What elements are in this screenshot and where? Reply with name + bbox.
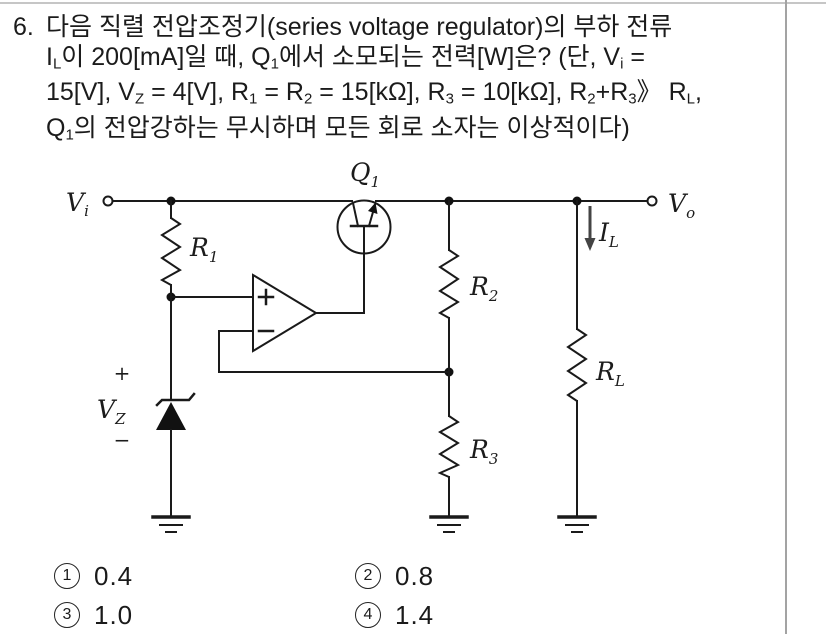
column-divider-line bbox=[785, 0, 787, 634]
question-line-1: 6. 다음 직렬 전압조정기(series voltage regulator)… bbox=[13, 13, 779, 43]
answer-option-4: 4 1.4 bbox=[355, 599, 435, 630]
question-number: 6. bbox=[13, 13, 34, 41]
question-block: 6. 다음 직렬 전압조정기(series voltage regulator)… bbox=[13, 13, 779, 150]
vo-terminal bbox=[646, 195, 658, 207]
option-1-number-badge: 1 bbox=[54, 563, 80, 589]
question-line-3-text: 15[V], VZ = 4[V], R1 = R2 = 15[kΩ], R3 =… bbox=[46, 78, 702, 108]
option-2-value: 0.8 bbox=[395, 560, 435, 591]
r3-resistor bbox=[437, 415, 461, 478]
question-line-2: IL이 200[mA]일 때, Q1에서 소모되는 전력[W]은? (단, Vi… bbox=[13, 43, 779, 79]
opamp-feedback-wire bbox=[218, 330, 450, 373]
vi-terminal bbox=[102, 195, 114, 207]
r1-label: R1 bbox=[189, 233, 218, 266]
transistor-q1 bbox=[336, 199, 392, 255]
vz-minus-sign: − bbox=[114, 428, 131, 452]
ground-symbol-left bbox=[151, 515, 191, 533]
option-2-number-badge: 2 bbox=[355, 563, 381, 589]
circuit-diagram: Vi Vo Q1 R1 R2 R3 RL VZ IL + − bbox=[66, 158, 695, 533]
zener-cathode-bar bbox=[155, 392, 196, 407]
r2-label: R2 bbox=[469, 272, 498, 305]
option-3-value: 1.0 bbox=[94, 599, 134, 630]
question-line-2-text: IL이 200[mA]일 때, Q1에서 소모되는 전력[W]은? (단, Vi… bbox=[46, 42, 645, 72]
opamp-output-wire bbox=[315, 226, 365, 314]
option-1-value: 0.4 bbox=[94, 560, 134, 591]
answer-option-2: 2 0.8 bbox=[355, 560, 435, 591]
answer-option-1: 1 0.4 bbox=[54, 560, 134, 591]
answer-option-3: 3 1.0 bbox=[54, 599, 134, 630]
opamp-plus-sign bbox=[257, 288, 275, 306]
il-current-arrow bbox=[584, 206, 596, 251]
option-4-number-badge: 4 bbox=[355, 602, 381, 628]
vo-label: Vo bbox=[668, 189, 695, 222]
r3-label: R3 bbox=[469, 435, 498, 468]
r2-resistor bbox=[438, 249, 460, 319]
rl-label: RL bbox=[595, 357, 625, 390]
option-3-number-badge: 3 bbox=[54, 602, 80, 628]
page-top-rule bbox=[0, 2, 826, 4]
question-line-4: Q1의 전압강하는 무시하며 모든 회로 소자는 이상적이다) bbox=[13, 114, 779, 150]
vi-label: Vi bbox=[66, 188, 89, 220]
ground-symbol-middle bbox=[429, 515, 469, 533]
option-4-value: 1.4 bbox=[395, 599, 435, 630]
r1-resistor bbox=[159, 217, 182, 286]
q1-label: Q1 bbox=[350, 158, 380, 191]
emitter-arrow bbox=[368, 202, 378, 214]
question-line-4-text: Q1의 전압강하는 무시하며 모든 회로 소자는 이상적이다) bbox=[46, 114, 630, 144]
il-label: IL bbox=[598, 218, 619, 251]
question-line-3: 15[V], VZ = 4[V], R1 = R2 = 15[kΩ], R3 =… bbox=[13, 78, 779, 114]
vz-plus-sign: + bbox=[114, 361, 131, 385]
zener-diode bbox=[156, 402, 186, 430]
question-line-1-text: 다음 직렬 전압조정기(series voltage regulator)의 부… bbox=[46, 13, 673, 41]
opamp bbox=[252, 273, 318, 353]
rl-resistor bbox=[566, 328, 588, 402]
ground-symbol-right bbox=[557, 515, 597, 533]
vz-label: VZ bbox=[97, 395, 126, 428]
